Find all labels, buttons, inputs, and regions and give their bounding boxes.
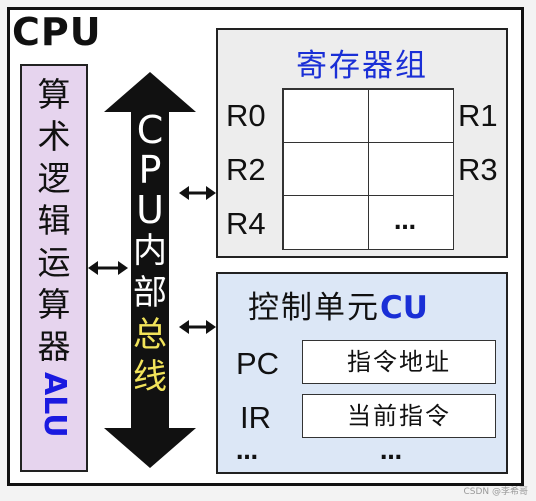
pc-label: PC (236, 346, 280, 381)
alu-box: 算 术 逻 辑 运 算 器 ALU (20, 64, 88, 472)
cpu-title: CPU (12, 10, 102, 54)
register-cell-r3 (368, 142, 454, 196)
cu-ellipsis-left: … (236, 440, 260, 465)
ir-label: IR (240, 400, 271, 435)
ir-value-box: 当前指令 (302, 394, 496, 438)
alu-bus-double-arrow (88, 261, 128, 275)
alu-char: 器 (37, 327, 71, 366)
control-unit-title: 控制单元CU (248, 282, 428, 327)
bus-regs-double-arrow (179, 186, 216, 200)
register-cell-r1 (368, 89, 454, 143)
alu-char: 术 (37, 117, 71, 156)
bus-latin-char: U (136, 188, 164, 232)
control-unit-abbr: CU (380, 290, 428, 326)
control-unit-title-text: 控制单元 (248, 290, 380, 326)
register-cell-r0 (283, 89, 369, 143)
alu-char: 逻 (37, 159, 71, 198)
bus-cu-double-arrow (179, 320, 216, 334)
register-grid (282, 88, 454, 250)
bus-highlight-char: 总 (133, 315, 167, 355)
register-label-r2: R2 (226, 152, 266, 187)
alu-char: 辑 (37, 201, 71, 240)
register-cell-r2 (283, 142, 369, 196)
bus-latin-char: C (136, 108, 164, 152)
register-group-box: 寄存器组 R0 R1 R2 R3 R4 … (216, 28, 508, 258)
register-ellipsis: … (394, 210, 418, 235)
register-label-r3: R3 (458, 152, 498, 187)
bus-char: 内 (133, 231, 167, 271)
bus-char: 部 (133, 273, 167, 313)
alu-abbr: ALU (37, 372, 72, 438)
register-cell-r4 (283, 195, 369, 250)
internal-bus-arrow (104, 72, 196, 468)
alu-char: 运 (37, 243, 71, 282)
alu-label: 算 术 逻 辑 运 算 器 ALU (22, 74, 86, 438)
bus-highlight-char: 线 (133, 357, 167, 397)
pc-value-box: 指令地址 (302, 340, 496, 384)
cu-ellipsis-right: … (380, 440, 404, 465)
alu-char: 算 (37, 285, 71, 324)
bus-latin-char: P (138, 148, 162, 192)
control-unit-box: 控制单元CU PC 指令地址 IR 当前指令 … … (216, 272, 508, 474)
register-label-r4: R4 (226, 206, 266, 241)
bus-label: C P U 内 部 总 线 (121, 110, 179, 398)
watermark: CSDN @李希哥 (463, 487, 528, 497)
alu-char: 算 (37, 75, 71, 114)
register-group-title: 寄存器组 (296, 48, 428, 84)
register-label-r0: R0 (226, 98, 266, 133)
register-label-r1: R1 (458, 98, 498, 133)
